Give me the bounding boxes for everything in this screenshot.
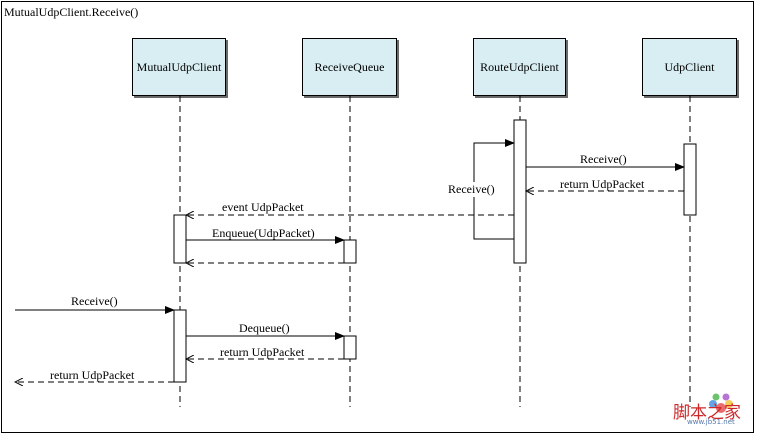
watermark-logo: 脚本之家 www.jb51.net	[673, 393, 753, 430]
label-dequeue-return: return UdpPacket	[220, 345, 305, 359]
activation-mutualudpclient-1	[173, 214, 187, 264]
label-dequeue: Dequeue()	[239, 321, 290, 335]
activation-receivequeue-1	[343, 239, 357, 264]
label-self-receive: Receive()	[447, 182, 496, 197]
watermark-text: 脚本之家	[673, 403, 741, 423]
label-outgoing-return: return UdpPacket	[50, 368, 135, 382]
frame-title: MutualUdpClient.Receive()	[4, 5, 139, 19]
label-return-to-route: return UdpPacket	[560, 177, 645, 191]
label-enqueue: Enqueue(UdpPacket)	[212, 226, 315, 240]
activation-receivequeue-2	[343, 335, 357, 360]
activation-routeudpclient	[513, 119, 527, 264]
activation-udpclient-1	[683, 143, 697, 216]
lifeline-receivequeue: ReceiveQueue	[302, 38, 397, 96]
watermark-url: www.jb51.net	[687, 418, 735, 426]
activation-mutualudpclient-2	[173, 309, 187, 383]
label-receive-udpclient: Receive()	[580, 152, 627, 166]
lifeline-routeudpclient: RouteUdpClient	[473, 38, 566, 96]
label-incoming-receive: Receive()	[71, 294, 118, 308]
lifeline-mutualudpclient: MutualUdpClient	[132, 38, 226, 96]
label-event-udppacket: event UdpPacket	[222, 200, 304, 214]
lifeline-udpclient: UdpClient	[642, 38, 737, 96]
flower-icon	[709, 393, 733, 413]
